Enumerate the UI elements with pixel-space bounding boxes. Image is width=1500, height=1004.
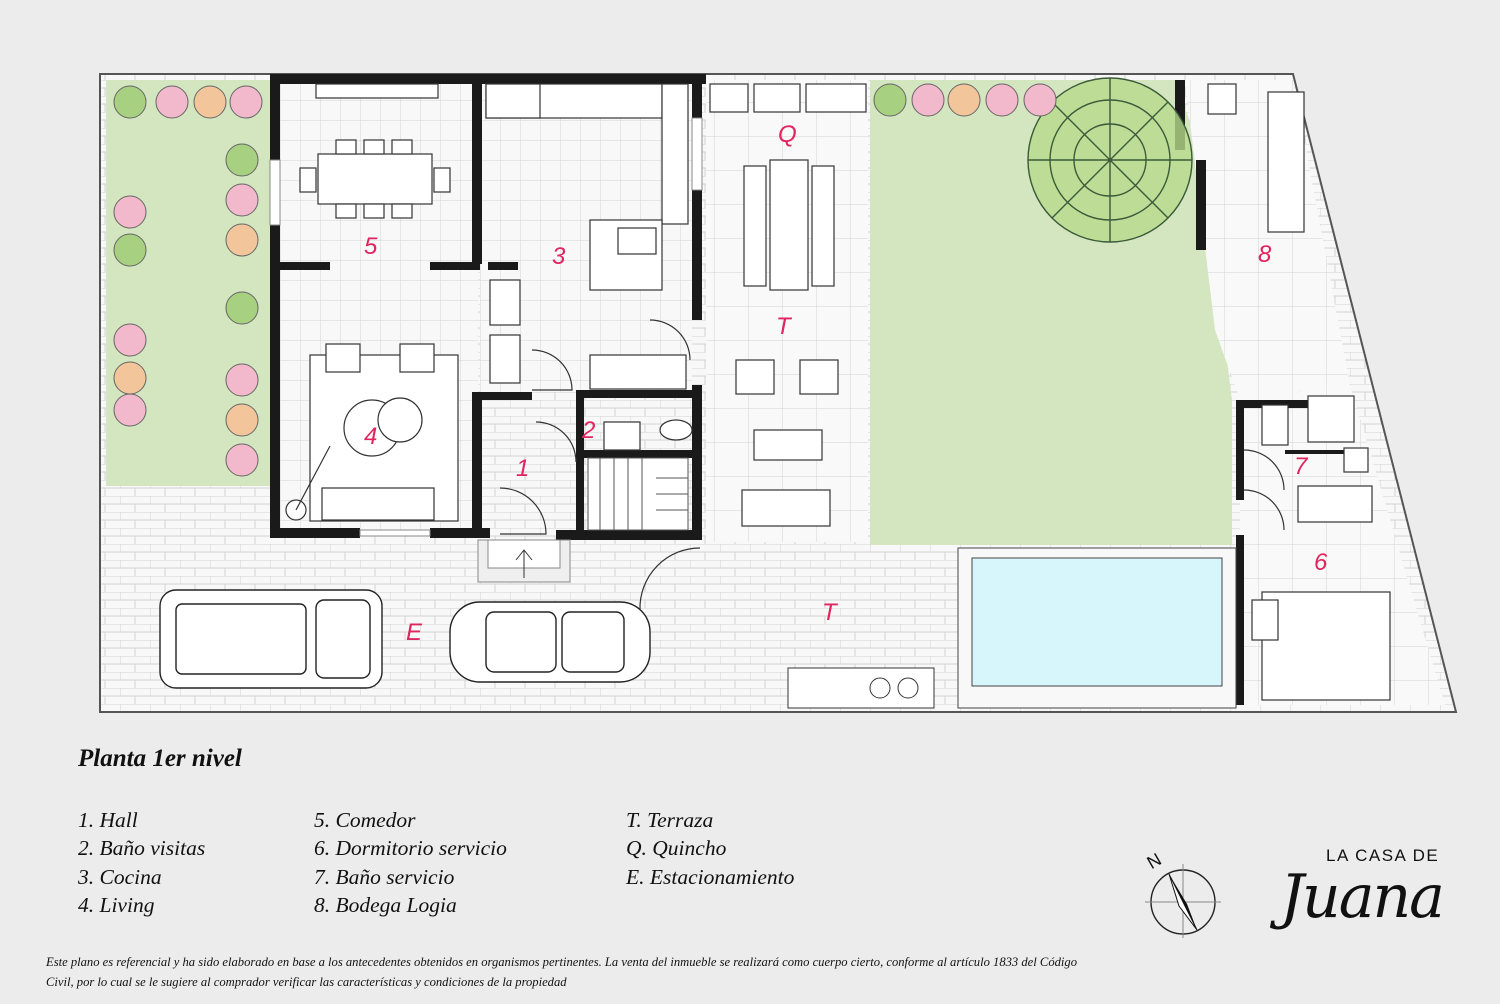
terrace-bench <box>787 667 935 709</box>
dining-set <box>299 83 451 219</box>
legend-column-1: 1. Hall 2. Baño visitas 3. Cocina 4. Liv… <box>78 806 205 919</box>
room-label-terraza-exterior: T <box>822 599 839 626</box>
guest-bath <box>603 419 693 451</box>
legend-item: E. Estacionamiento <box>626 864 795 889</box>
floor-plan: 1 2 3 4 5 6 7 8 Q T T E <box>99 73 1458 713</box>
legend-item: 6. Dormitorio servicio <box>314 836 507 861</box>
room-label-terraza-interior: T <box>776 313 793 340</box>
quincho-set <box>709 83 867 527</box>
disclaimer: Este plano es referencial y ha sido elab… <box>46 955 1078 989</box>
tree <box>1027 77 1193 243</box>
windows <box>269 117 703 537</box>
shrubs <box>113 83 1057 477</box>
car-sedan <box>449 601 651 683</box>
room-label-comedor: 5 <box>364 233 378 260</box>
plan-title: Planta 1er nivel <box>78 745 242 772</box>
brand-name: LA CASA DE <box>1326 846 1440 865</box>
room-labels: 1 2 3 4 5 6 7 8 Q T T E <box>364 121 1328 646</box>
room-label-estacionamiento: E <box>406 619 423 646</box>
room-label-quincho: Q <box>778 121 797 148</box>
car-suv <box>159 589 383 689</box>
legend-item: 2. Baño visitas <box>78 836 206 861</box>
logia-floor <box>1185 80 1350 400</box>
legend-item: T. Terraza <box>626 808 714 832</box>
legend-item: 3. Cocina <box>78 864 162 889</box>
room-label-cocina: 3 <box>552 243 566 270</box>
kitchen-set <box>485 83 689 390</box>
brand-script: Juana <box>1280 862 1445 932</box>
door-swings <box>499 319 1285 611</box>
room-label-bodega-logia: 8 <box>1258 241 1272 268</box>
service-furniture <box>1207 83 1391 701</box>
room-label-hall: 1 <box>516 455 529 482</box>
room-label-living: 4 <box>364 423 377 450</box>
quincho-floor <box>706 80 868 542</box>
legend-item: 8. Bodega Logia <box>314 892 457 917</box>
room-label-bano-visitas: 2 <box>581 417 595 444</box>
pool-water <box>971 557 1223 687</box>
stairs <box>587 457 689 531</box>
legend-item: 4. Living <box>78 892 155 917</box>
legend-item: 5. Comedor <box>314 808 416 832</box>
entrance-steps <box>477 539 571 583</box>
legend-item: Q. Quincho <box>626 836 727 861</box>
legend-column-3: T. Terraza Q. Quincho E. Estacionamiento <box>626 806 794 891</box>
room-label-bano-servicio: 7 <box>1294 453 1309 480</box>
compass-north-label: N <box>1144 849 1165 873</box>
compass-icon: N <box>1144 849 1221 938</box>
legend-column-2: 5. Comedor 6. Dormitorio servicio 7. Bañ… <box>314 806 507 919</box>
walls <box>270 74 1365 705</box>
brand-logo: LA CASA DE Juana <box>1270 842 1470 962</box>
living-set <box>285 343 459 522</box>
legend-item: 1. Hall <box>78 808 138 832</box>
legend-item: 7. Baño servicio <box>314 864 455 889</box>
room-label-dormitorio-servicio: 6 <box>1314 549 1328 576</box>
